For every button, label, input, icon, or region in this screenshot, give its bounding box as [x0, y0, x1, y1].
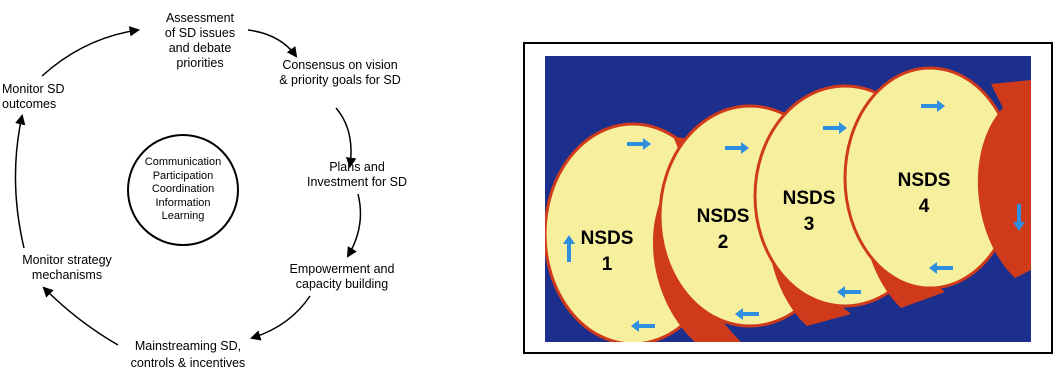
nsds-illustration: NSDS 1 NSDS 2 NSDS 3 NSDS 4: [545, 56, 1031, 342]
small-arrow-up-1: [563, 235, 575, 262]
small-arrow-left-1: [631, 320, 655, 332]
nsds-4-word: NSDS: [898, 170, 951, 191]
cycle-arrow-1: [247, 29, 298, 58]
small-arrow-right-2: [725, 142, 749, 154]
cycle-arrow-5: [42, 286, 119, 346]
cycle-arrow-3: [346, 193, 362, 258]
nsds-frame: NSDS 1 NSDS 2 NSDS 3 NSDS 4: [523, 42, 1053, 354]
center-coordination: Coordination: [151, 183, 215, 195]
stage-assessment: Assessment of SD issues and debate prior…: [164, 11, 236, 70]
nsds-3-word: NSDS: [783, 188, 836, 209]
stage-plans: Plans and Investment for SD: [306, 160, 408, 189]
center-participation: Participation: [152, 169, 214, 182]
center-communication: Communication: [144, 156, 222, 168]
nsds-2-word: NSDS: [697, 206, 750, 227]
stage-monitor-strategy: Monitor strategy mechanisms: [22, 253, 112, 282]
small-arrow-left-2: [735, 308, 759, 320]
nsds-4-num: 4: [919, 196, 930, 217]
small-arrow-down-1: [1013, 204, 1025, 231]
stage-monitor-outcomes: Monitor SD outcomes: [2, 82, 65, 111]
nsds-1-num: 1: [602, 254, 613, 275]
stage-consensus: Consensus on vision & priority goals for…: [279, 58, 401, 87]
small-arrow-right-3: [823, 122, 847, 134]
small-arrow-left-3: [837, 286, 861, 298]
cycle-arrow-4: [249, 295, 311, 341]
nsds-1-word: NSDS: [581, 228, 634, 249]
center-information: Information: [155, 196, 211, 209]
cycle-arrow-2: [335, 107, 357, 169]
center-text: Communication Participation Coordination…: [128, 156, 238, 224]
nsds-2-num: 2: [718, 232, 729, 253]
stage-empowerment: Empowerment and capacity building: [289, 262, 395, 291]
nsds-small-arrows: [563, 100, 1025, 332]
cycle-arrow-6: [14, 113, 26, 249]
small-arrow-right-4: [921, 100, 945, 112]
nsds-3-num: 3: [804, 214, 815, 235]
center-circle: [127, 134, 239, 246]
small-arrow-right-1: [627, 138, 651, 150]
small-arrow-left-4: [929, 262, 953, 274]
center-learning: Learning: [161, 210, 205, 222]
cycle-arrow-7: [41, 26, 141, 77]
sd-cycle-diagram: [14, 26, 362, 346]
stage-mainstreaming: Mainstreaming SD, controls & incentives: [130, 339, 246, 370]
